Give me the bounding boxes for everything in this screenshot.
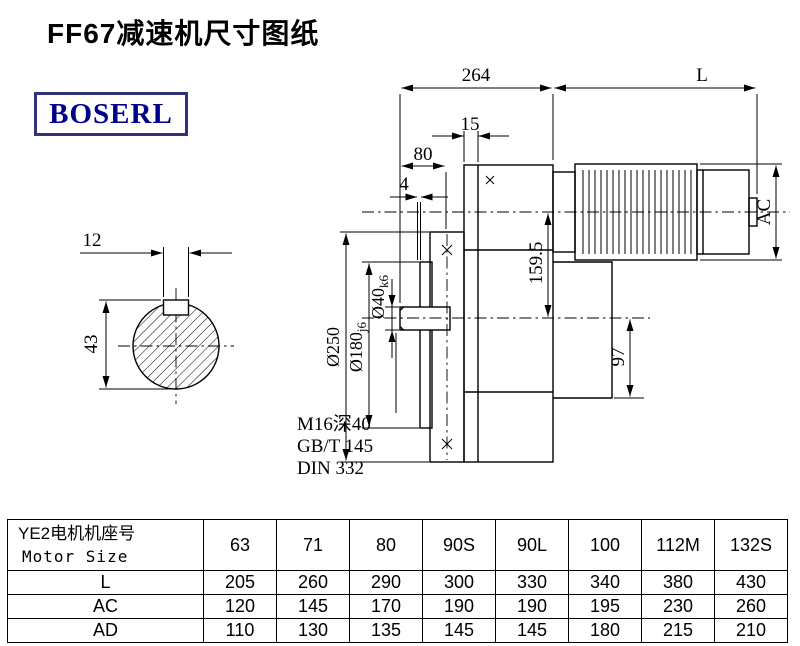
shaft-section-view <box>80 247 234 404</box>
dim-43-label: 43 <box>81 335 102 354</box>
table-cell: 195 <box>568 594 642 619</box>
note-din332: DIN 332 <box>297 458 364 479</box>
table-cell: 130 <box>276 618 350 643</box>
table-header-row: YE2电机机座号 Motor Size 63 71 80 90S 90L 100… <box>7 519 788 571</box>
table-row-AD: AD 110 130 135 145 145 180 215 210 <box>7 618 788 643</box>
dim-264-label: 264 <box>462 65 491 86</box>
dia-250-label: Ø250 <box>323 327 343 367</box>
table-cell: 120 <box>203 594 277 619</box>
motor-size-label-cn: YE2电机机座号 <box>18 524 136 543</box>
table-cell: 260 <box>714 594 788 619</box>
shaft-section-circle <box>132 302 220 390</box>
note-gbt145: GB/T 145 <box>297 436 373 457</box>
table-cell: 145 <box>495 618 569 643</box>
motor-size-table: YE2电机机座号 Motor Size 63 71 80 90S 90L 100… <box>7 519 788 643</box>
table-cell: 330 <box>495 570 569 595</box>
boserl-logo: BOSERL <box>34 92 188 136</box>
table-cell: 300 <box>422 570 496 595</box>
dimension-drawing: 12 43 264 L 15 80 4 Ø250 Ø180j6 Ø40k6 15… <box>80 65 790 479</box>
table-cell: 205 <box>203 570 277 595</box>
col-header: 90L <box>495 519 569 571</box>
table-row-AC: AC 120 145 170 190 190 195 230 260 <box>7 594 788 619</box>
table-cell: 215 <box>641 618 715 643</box>
dim-15-label: 15 <box>461 114 480 135</box>
spigot <box>419 261 433 429</box>
motor-size-label-en: Motor Size <box>22 547 129 566</box>
dim-12-label: 12 <box>83 230 102 251</box>
col-header: 132S <box>714 519 788 571</box>
dim-97-label: 97 <box>608 348 629 367</box>
col-header: 100 <box>568 519 642 571</box>
table-cell: 210 <box>714 618 788 643</box>
col-header: 90S <box>422 519 496 571</box>
motor-size-header-cell: YE2电机机座号 Motor Size <box>7 519 204 571</box>
table-cell: 190 <box>495 594 569 619</box>
dia-40-label: Ø40k6 <box>368 275 391 320</box>
table-cell: 190 <box>422 594 496 619</box>
table-cell: 430 <box>714 570 788 595</box>
page-title: FF67减速机尺寸图纸 <box>47 18 320 49</box>
housing <box>463 164 554 463</box>
table-cell: 230 <box>641 594 715 619</box>
row-label: AC <box>7 594 204 619</box>
col-header: 63 <box>203 519 277 571</box>
col-header: 112M <box>641 519 715 571</box>
dim-4-label: 4 <box>399 174 409 195</box>
note-m16: M16深40 <box>297 413 371 435</box>
table-row-L: L 205 260 290 300 330 340 380 430 <box>7 570 788 595</box>
table-cell: 145 <box>276 594 350 619</box>
dim-80-label: 80 <box>414 144 433 165</box>
center-lines <box>362 211 790 460</box>
dia-180-label: Ø180j6 <box>346 321 369 372</box>
col-header: 80 <box>349 519 423 571</box>
output-shaft <box>399 306 451 331</box>
dimension-lines <box>340 84 782 463</box>
table-cell: 135 <box>349 618 423 643</box>
keyway <box>162 299 190 316</box>
gearbox-outline <box>399 164 613 463</box>
table-cell: 180 <box>568 618 642 643</box>
row-label: L <box>7 570 204 595</box>
row-label: AD <box>7 618 204 643</box>
dim-AC-label: AC <box>754 199 775 225</box>
table-cell: 380 <box>641 570 715 595</box>
dim-159-5-label: 159.5 <box>526 242 547 285</box>
table-cell: 145 <box>422 618 496 643</box>
table-cell: 170 <box>349 594 423 619</box>
table-cell: 290 <box>349 570 423 595</box>
boserl-logo-text: BOSERL <box>49 97 173 130</box>
dim-L-label: L <box>696 65 708 86</box>
table-cell: 340 <box>568 570 642 595</box>
table-cell: 110 <box>203 618 277 643</box>
table-cell: 260 <box>276 570 350 595</box>
col-header: 71 <box>276 519 350 571</box>
